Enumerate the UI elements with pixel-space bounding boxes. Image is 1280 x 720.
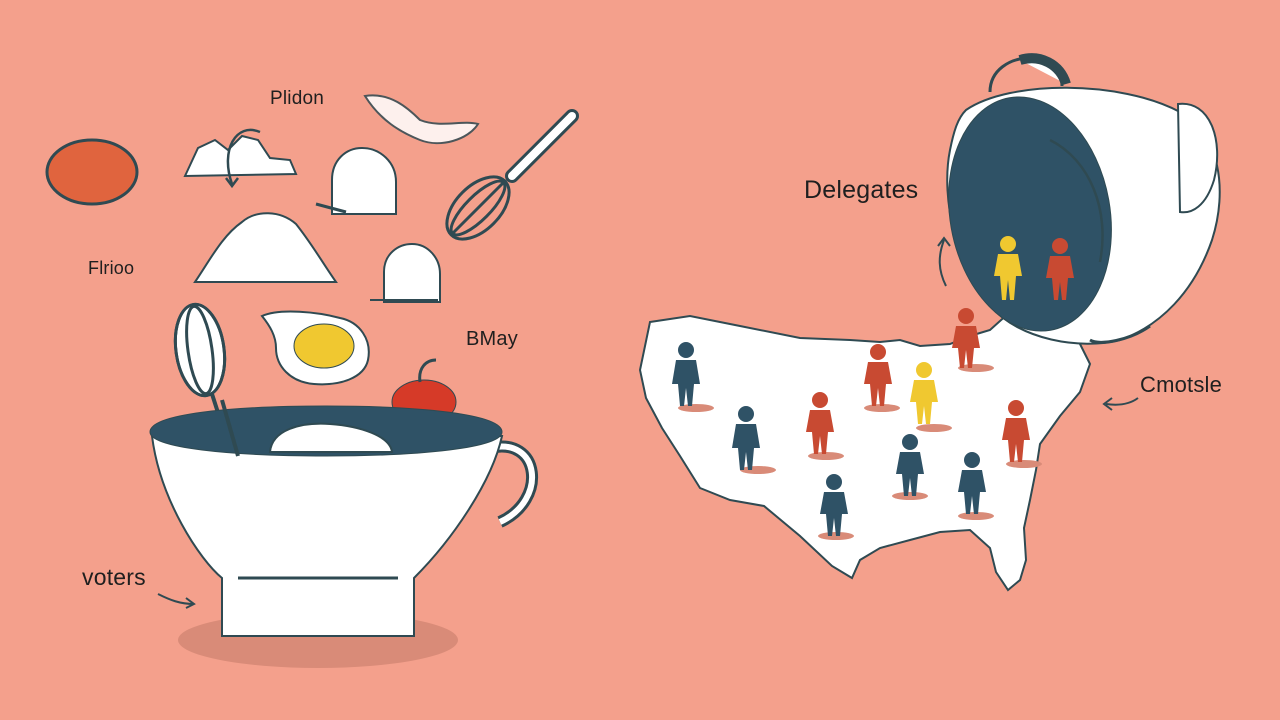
person-icon (958, 452, 994, 520)
small-arrow-head (225, 177, 239, 189)
mixing-bowl-icon (149, 399, 539, 668)
label-flrioo: Flrioo (88, 258, 135, 278)
label-cmotsle: Cmotsle (1140, 372, 1223, 397)
person-icon (672, 342, 714, 412)
delegates-arrow-head (937, 236, 951, 247)
person-icon (1002, 400, 1042, 468)
whisk-icon (445, 109, 579, 241)
egg-icon-2 (383, 242, 441, 303)
person-icon (1046, 238, 1074, 300)
label-voters: voters (82, 564, 146, 590)
person-icon (892, 434, 928, 500)
small-arrow-icon (226, 128, 261, 185)
shell-piece-icon (363, 94, 480, 145)
delegates-arrow-icon (938, 239, 947, 287)
person-icon (732, 406, 776, 474)
person-icon (994, 236, 1022, 300)
cmotsle-arrow-icon (1105, 397, 1139, 406)
cloud-flour-icon (183, 134, 298, 178)
whisk-icon-2 (173, 302, 232, 451)
egg-icon (331, 146, 397, 215)
person-icon (910, 362, 952, 432)
person-icon (818, 474, 854, 540)
label-delegates: Delegates (804, 176, 919, 204)
person-icon (952, 308, 994, 372)
voters-arrow-icon (157, 593, 195, 605)
flour-pile-icon (193, 212, 338, 283)
cmotsle-arrow-head (1102, 397, 1113, 411)
fried-egg-icon (260, 310, 370, 386)
orange-oval-icon (45, 138, 139, 206)
person-icon (864, 344, 900, 412)
egg-spoon-icon (315, 202, 347, 214)
label-bmay: BMay (466, 328, 518, 350)
voters-arrow-head (185, 597, 196, 609)
person-icon (806, 392, 844, 460)
label-plidon: Plidon (270, 88, 325, 109)
